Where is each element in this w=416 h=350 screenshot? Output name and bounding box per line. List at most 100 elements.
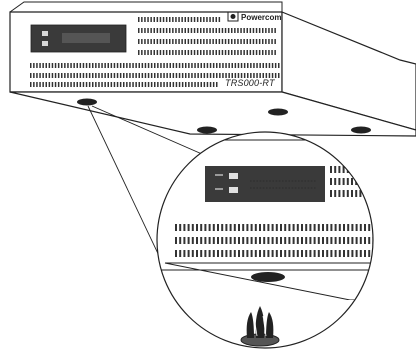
zoom-vent-slot bbox=[229, 224, 232, 231]
vent-slot bbox=[181, 73, 184, 78]
vent-slot bbox=[88, 82, 91, 87]
zoom-vent-slot bbox=[301, 250, 303, 257]
vent-slot bbox=[82, 82, 85, 87]
vent-slot bbox=[129, 63, 131, 68]
zoom-vent-slot bbox=[175, 250, 177, 257]
vent-slot bbox=[185, 73, 187, 78]
vent-slot bbox=[147, 39, 149, 44]
vent-slot bbox=[73, 63, 75, 68]
zoom-vent-slot bbox=[254, 250, 257, 257]
vent-slot bbox=[135, 73, 137, 78]
vent-slot bbox=[147, 82, 150, 87]
vent-slot bbox=[231, 39, 233, 44]
vent-slot bbox=[165, 39, 168, 44]
zoom-lcd-segment bbox=[250, 187, 252, 189]
vent-slot bbox=[107, 63, 109, 68]
zoom-indicator-b bbox=[215, 188, 223, 190]
zoom-vent-slot bbox=[346, 178, 349, 185]
vent-slot bbox=[45, 63, 47, 68]
vent-slot bbox=[39, 73, 41, 78]
vent-slot bbox=[110, 63, 113, 68]
vent-slot bbox=[262, 50, 264, 55]
foot-rear-right bbox=[351, 126, 371, 134]
vent-slot bbox=[36, 63, 38, 68]
ups-unit: Powercom TRS000-RT bbox=[9, 1, 416, 137]
vent-slot bbox=[132, 73, 134, 78]
vent-slot bbox=[150, 63, 153, 68]
zoom-vent-slot bbox=[334, 166, 337, 173]
vent-slot bbox=[181, 39, 183, 44]
vent-slot bbox=[141, 17, 143, 22]
vent-slot bbox=[234, 28, 236, 33]
vent-slot bbox=[57, 73, 60, 78]
vent-slot bbox=[191, 73, 193, 78]
zoom-lcd-segment bbox=[304, 187, 306, 189]
zoom-vent-slot bbox=[187, 237, 190, 244]
zoom-vent-slot bbox=[355, 237, 358, 244]
vent-slot bbox=[209, 39, 211, 44]
zoom-vent-slot bbox=[342, 178, 345, 185]
vent-slot bbox=[188, 82, 190, 87]
vent-slot bbox=[237, 28, 239, 33]
vent-slot bbox=[165, 28, 168, 33]
vent-slot bbox=[175, 73, 178, 78]
vent-slot bbox=[234, 63, 237, 68]
foot-front-right bbox=[268, 108, 288, 116]
zoom-vent-slot bbox=[313, 237, 316, 244]
zoom-vent-slot bbox=[217, 224, 219, 231]
zoom-vent-slot bbox=[242, 237, 245, 244]
vent-slot bbox=[271, 50, 273, 55]
magnifier-circle bbox=[156, 131, 374, 349]
vent-slot bbox=[209, 82, 212, 87]
zoom-vent-slot bbox=[330, 237, 333, 244]
zoom-vent-slot bbox=[363, 178, 366, 185]
vent-slot bbox=[225, 73, 227, 78]
zoom-vent-slot bbox=[183, 224, 186, 231]
vent-slot bbox=[197, 63, 199, 68]
zoom-vent-slot bbox=[196, 250, 198, 257]
vent-slot bbox=[216, 82, 218, 87]
zoom-vent-slot bbox=[346, 190, 349, 197]
zoom-vent-slot bbox=[183, 250, 186, 257]
zoom-vent-slot bbox=[338, 190, 341, 197]
vent-slot bbox=[150, 39, 152, 44]
vent-slot bbox=[178, 82, 181, 87]
vent-slot bbox=[219, 63, 221, 68]
zoom-vent-slot bbox=[280, 237, 282, 244]
vent-slot bbox=[228, 63, 230, 68]
vent-slot bbox=[119, 73, 122, 78]
zoom-vent-slot bbox=[326, 224, 329, 231]
ups-top-edge bbox=[9, 1, 283, 13]
vent-slot bbox=[153, 17, 155, 22]
vent-slot bbox=[153, 50, 155, 55]
vent-slot bbox=[135, 63, 137, 68]
vent-slot bbox=[197, 73, 199, 78]
vent-slot bbox=[268, 39, 270, 44]
vent-slot bbox=[206, 28, 208, 33]
vent-slot bbox=[227, 50, 230, 55]
vent-slot bbox=[209, 63, 212, 68]
vent-slot bbox=[181, 28, 183, 33]
zoom-vent-slot bbox=[343, 224, 345, 231]
vent-slot bbox=[113, 82, 116, 87]
vent-slot bbox=[126, 63, 128, 68]
zoom-vent-slot bbox=[351, 178, 353, 185]
zoom-vent-slot bbox=[259, 237, 261, 244]
vent-slot bbox=[70, 82, 72, 87]
vent-slot bbox=[200, 73, 202, 78]
vent-slot bbox=[255, 39, 258, 44]
zoom-vent-slot bbox=[359, 237, 362, 244]
vent-slot bbox=[64, 63, 66, 68]
zoom-vent-slot bbox=[212, 237, 215, 244]
vent-slot bbox=[138, 73, 140, 78]
zoom-vent-slot bbox=[334, 250, 337, 257]
zoom-vent-slot bbox=[364, 224, 366, 231]
vent-slot bbox=[144, 63, 147, 68]
vent-slot bbox=[227, 28, 230, 33]
vent-slot bbox=[42, 63, 44, 68]
vent-slot bbox=[126, 73, 128, 78]
vent-slot bbox=[274, 39, 276, 44]
vent-slot bbox=[215, 28, 217, 33]
zoom-vent-slot bbox=[342, 190, 345, 197]
zoom-vent-slot bbox=[179, 237, 182, 244]
